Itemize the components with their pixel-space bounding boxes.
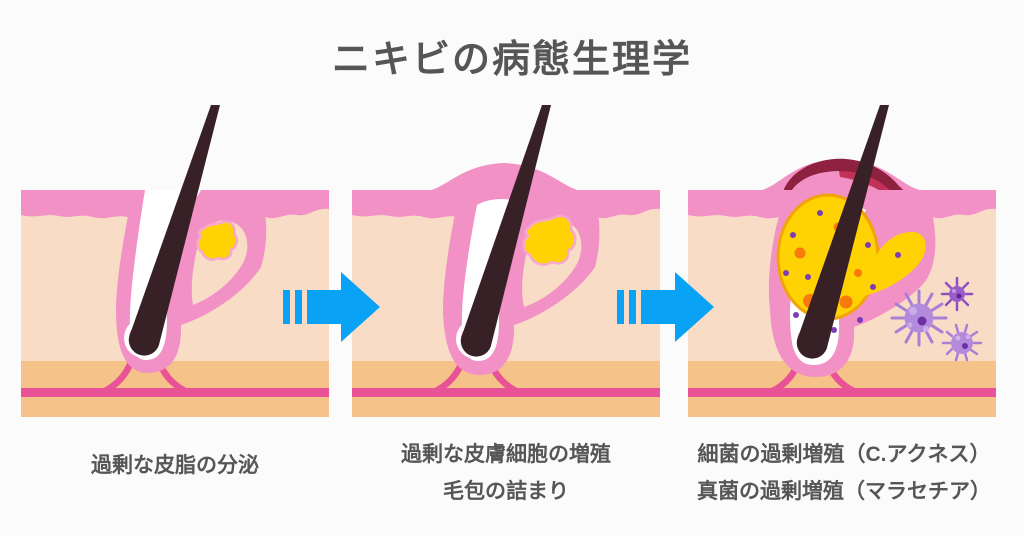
caption-line: 細菌の過剰増殖（C.アクネス）: [697, 443, 991, 466]
step-arrow-icon: [283, 268, 381, 346]
skin-cross-section-3: [688, 105, 996, 417]
skin-cross-section-2: [352, 105, 660, 417]
caption-line: 真菌の過剰増殖（マラセチア）: [697, 480, 991, 503]
hair-shaft: [796, 105, 889, 359]
sebum-drop: [196, 220, 239, 261]
caption-line: 過剰な皮膚細胞の増殖: [401, 443, 611, 466]
stage-3-illustration: [688, 105, 996, 425]
stage-1-caption: 過剰な皮脂の分泌: [13, 447, 337, 484]
stage-2-illustration: [352, 105, 660, 425]
caption-line: 過剰な皮脂の分泌: [91, 454, 259, 477]
malassezia-icon-small: [940, 276, 974, 312]
sebum-overflow: [858, 231, 926, 297]
deep-skin-line: [21, 388, 329, 397]
stage-1-illustration: [21, 105, 329, 425]
stage-2-caption: 過剰な皮膚細胞の増殖 毛包の詰まり: [344, 436, 668, 510]
skin-cross-section-1: [21, 105, 329, 417]
deep-skin-line: [688, 388, 996, 397]
hair-shaft: [460, 105, 551, 357]
malassezia-icon-medium: [941, 323, 983, 362]
sebum-drop: [522, 214, 577, 266]
page-title: ニキビの病態生理学: [331, 39, 692, 81]
caption-line: 毛包の詰まり: [443, 480, 569, 503]
stage-3-caption: 細菌の過剰増殖（C.アクネス） 真菌の過剰増殖（マラセチア）: [660, 436, 1024, 510]
step-arrow-icon: [617, 268, 715, 346]
malassezia-icon-large: [890, 289, 948, 347]
hair-shaft: [128, 105, 220, 356]
deep-skin-line: [352, 388, 660, 397]
